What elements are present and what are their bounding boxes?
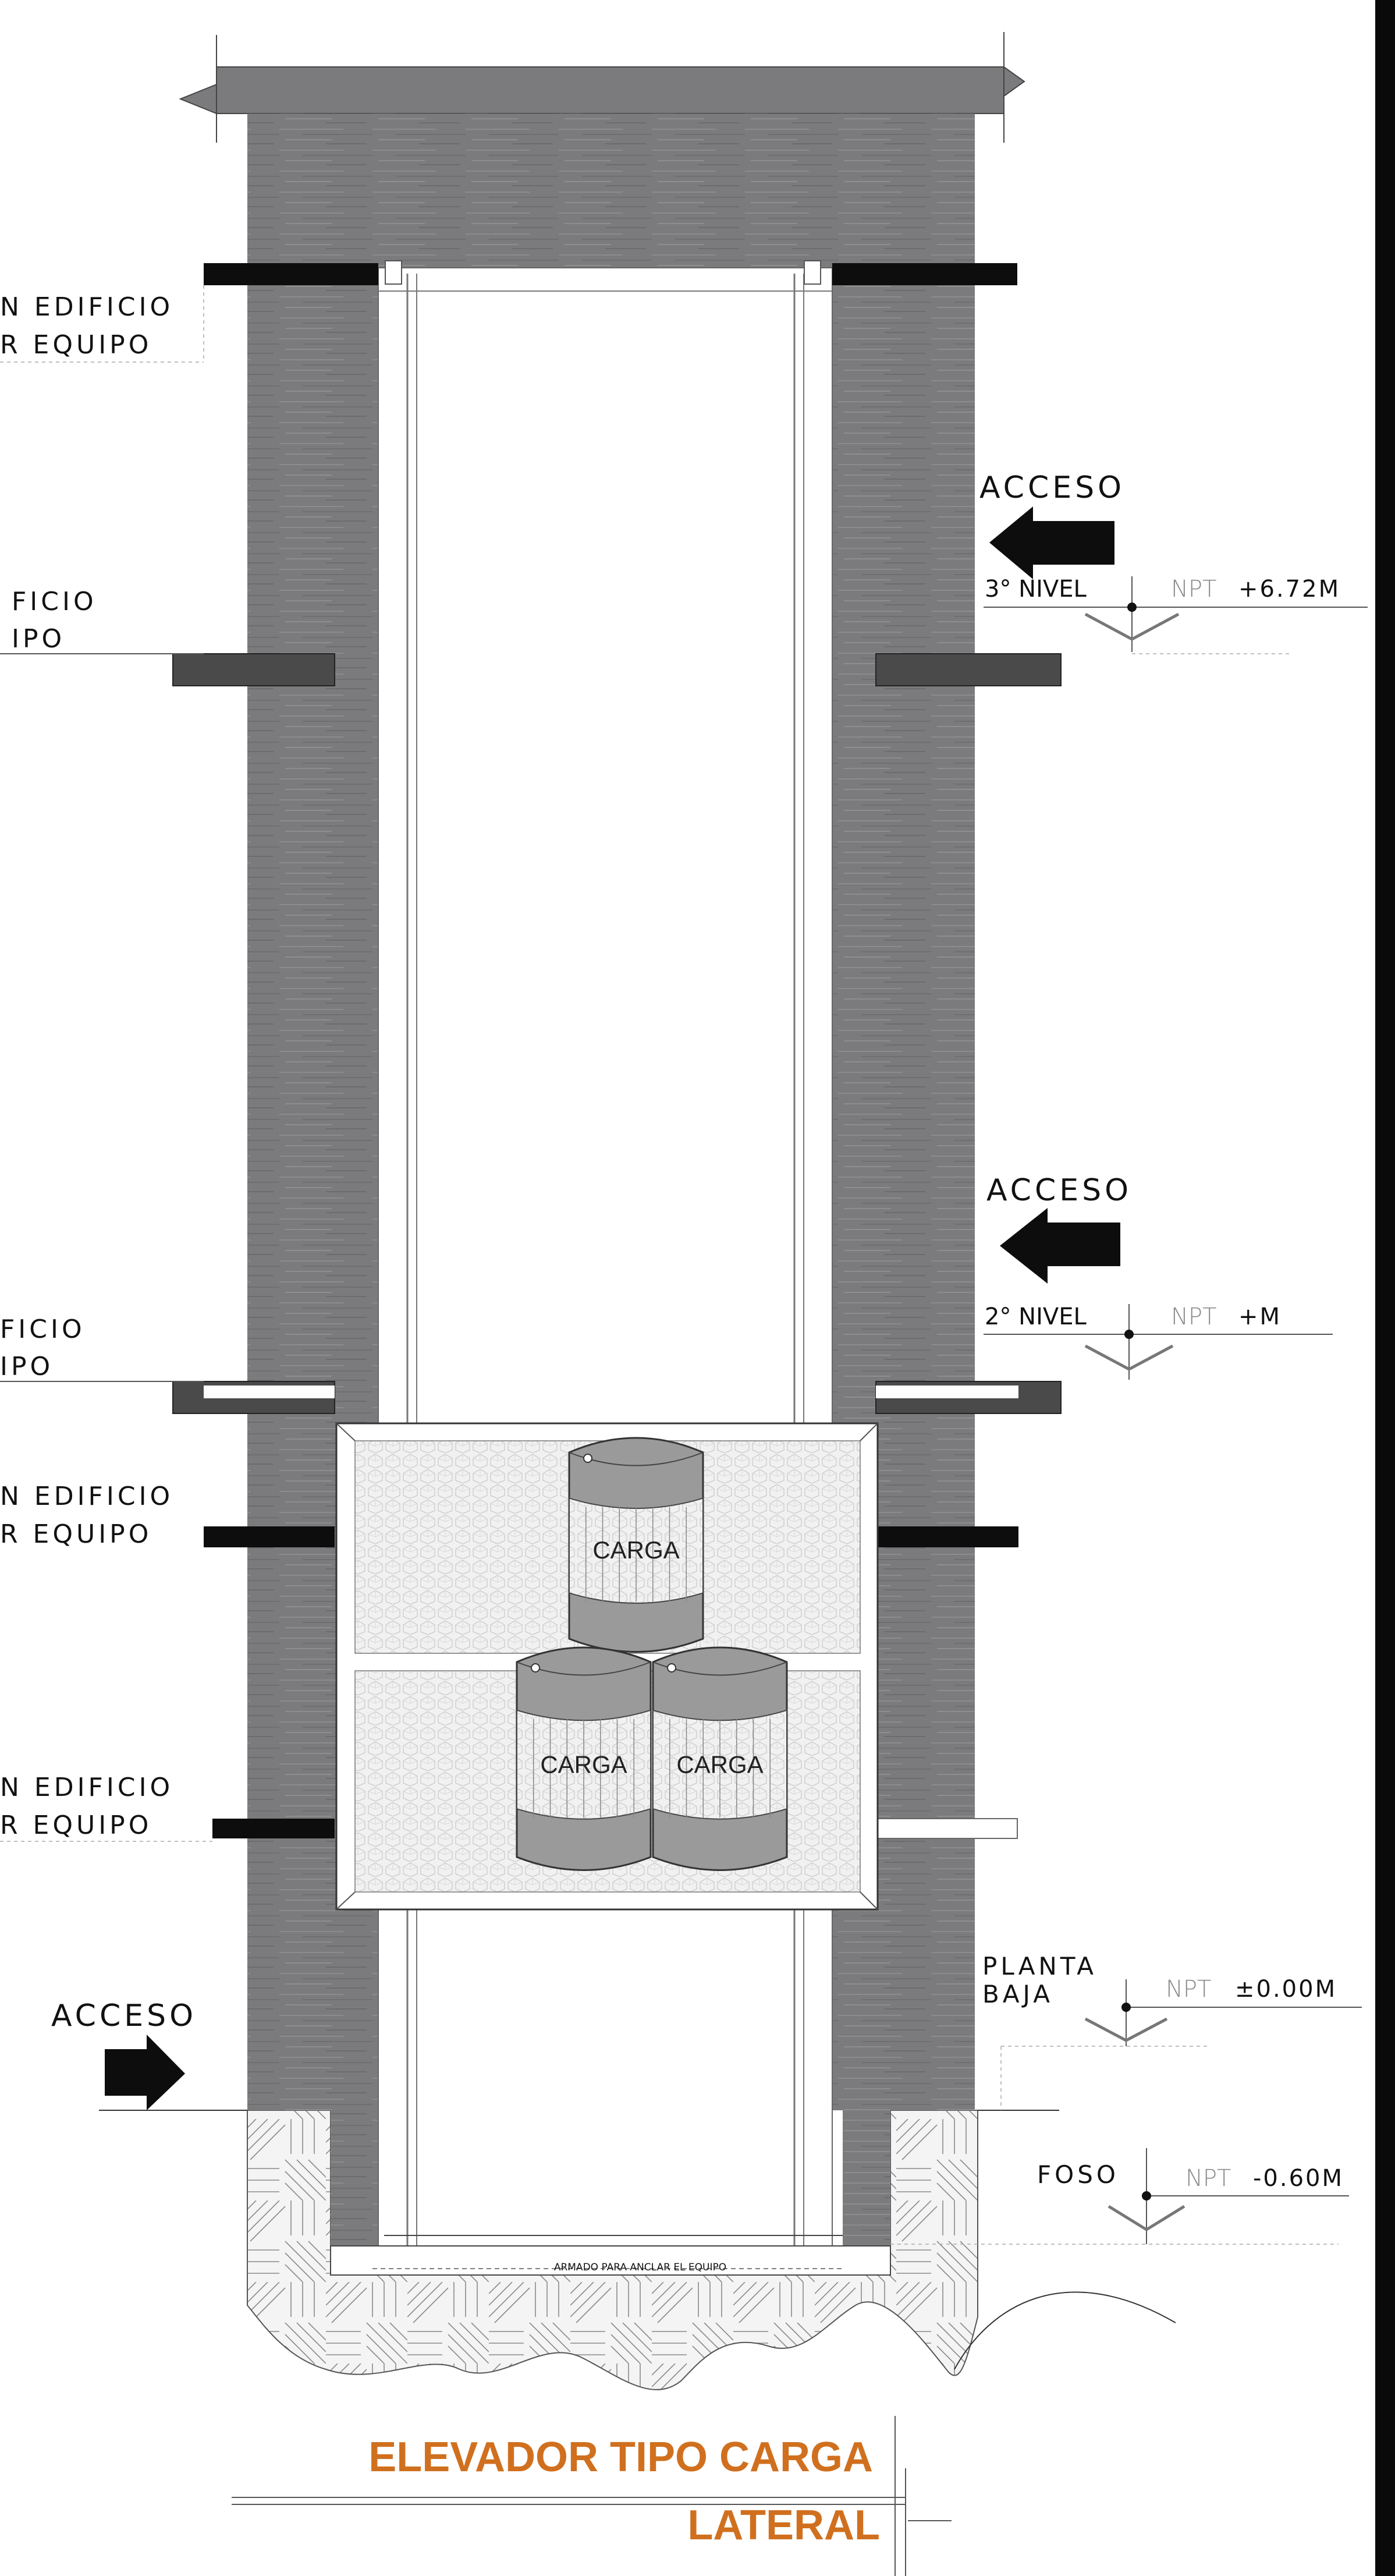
level-3rd: 3° NIVEL NPT +6.72M [984, 576, 1368, 654]
left-label-4: N EDIFICIO R EQUIPO [0, 1482, 173, 1549]
left-label-line2: IPO [0, 1352, 54, 1381]
pit-wall-left [331, 2110, 384, 2247]
level-marker-icon [1084, 2017, 1168, 2042]
landing-2nd-left-opening [204, 1386, 335, 1398]
cargo-drum: CARGA [516, 1646, 652, 1871]
access-label: ACCESO [51, 1999, 197, 2033]
level-value: +M [1238, 1303, 1282, 1330]
pit-note: ARMADO PARA ANCLAR EL EQUIPO [554, 2262, 726, 2273]
shaft-top-wall [247, 114, 975, 268]
arrow-left-icon [1000, 1208, 1120, 1284]
level-value: -0.60M [1253, 2165, 1344, 2192]
left-label-line1: FICIO [0, 1314, 86, 1344]
landing-3rd-right [875, 653, 1062, 686]
pit-floor [330, 2245, 891, 2276]
access-2nd: ACCESO [986, 1173, 1132, 1284]
left-label-5: N EDIFICIO R EQUIPO [0, 1773, 212, 1842]
level-2nd: 2° NIVEL NPT +M [984, 1303, 1333, 1380]
left-label-line1: FICIO [12, 587, 97, 616]
npt-label: NPT [1185, 2165, 1231, 2192]
level-name: 3° NIVEL [985, 576, 1087, 603]
level-value: ±0.00M [1235, 1976, 1337, 2003]
level-marker-icon [1108, 2205, 1185, 2231]
left-label-line1: N EDIFICIO [0, 292, 173, 322]
cargo-drum: CARGA [652, 1646, 788, 1871]
terrain-line [954, 2291, 1176, 2370]
roof-slab [179, 66, 1025, 114]
left-label-line1: N EDIFICIO [0, 1773, 173, 1802]
npt-label: NPT [1171, 1303, 1216, 1330]
rail-bracket [804, 260, 821, 285]
level-name: PLANTA [982, 1952, 1097, 1980]
slab-ground-left [212, 1819, 335, 1838]
left-label-line2: R EQUIPO [0, 330, 152, 360]
level-ground: PLANTA BAJA NPT ±0.00M [982, 1952, 1362, 2110]
shaft-interior [378, 267, 833, 2248]
cargo-label: CARGA [676, 1751, 763, 1778]
npt-label: NPT [1171, 576, 1216, 603]
level-name-line2: BAJA [982, 1980, 1053, 2008]
left-label-line2: IPO [12, 624, 65, 654]
cargo-drum: CARGA [568, 1437, 704, 1653]
access-label: ACCESO [979, 470, 1125, 505]
cargo-label: CARGA [540, 1751, 627, 1778]
npt-label: NPT [1166, 1976, 1211, 2003]
landing-2nd-right-opening [876, 1386, 1018, 1398]
level-marker-icon [1084, 612, 1180, 641]
slab-top-right [832, 263, 1017, 285]
access-label: ACCESO [986, 1173, 1132, 1208]
cargo-stack: CARGA CARGA CARGA [516, 1437, 788, 1871]
level-value: +6.72M [1238, 576, 1340, 603]
left-label-line2: R EQUIPO [0, 1810, 152, 1840]
slab-lower-left [204, 1526, 335, 1547]
arrow-left-icon [989, 506, 1114, 579]
level-name: 2° NIVEL [985, 1303, 1087, 1330]
level-pit: FOSO NPT -0.60M [890, 2148, 1349, 2245]
left-label-1: N EDIFICIO R EQUIPO [0, 285, 204, 363]
pit-wall-right [843, 2110, 890, 2247]
cargo-label: CARGA [592, 1536, 679, 1564]
arrow-right-icon [105, 2035, 185, 2110]
rail-bracket [385, 260, 402, 285]
drawing-subtitle: LATERAL [687, 2502, 880, 2549]
level-marker-icon [1084, 1344, 1174, 1371]
left-label-line1: N EDIFICIO [0, 1482, 173, 1511]
access-3rd: ACCESO [979, 470, 1125, 579]
slab-top-left [204, 263, 378, 285]
landing-3rd-left [172, 653, 335, 686]
title-block: ELEVADOR TIPO CARGA LATERAL [232, 2416, 952, 2576]
level-name: FOSO [1037, 2160, 1119, 2189]
ground-section [247, 2110, 978, 2390]
slab-ground-right [875, 1818, 1018, 1839]
left-label-line2: R EQUIPO [0, 1519, 152, 1549]
slab-lower-right [876, 1526, 1018, 1547]
left-label-2: FICIO IPO [0, 587, 204, 654]
access-ground: ACCESO [51, 1999, 197, 2110]
left-label-3: FICIO IPO [0, 1314, 204, 1382]
sheet-border [1375, 0, 1395, 2576]
drawing-title: ELEVADOR TIPO CARGA [368, 2434, 873, 2481]
